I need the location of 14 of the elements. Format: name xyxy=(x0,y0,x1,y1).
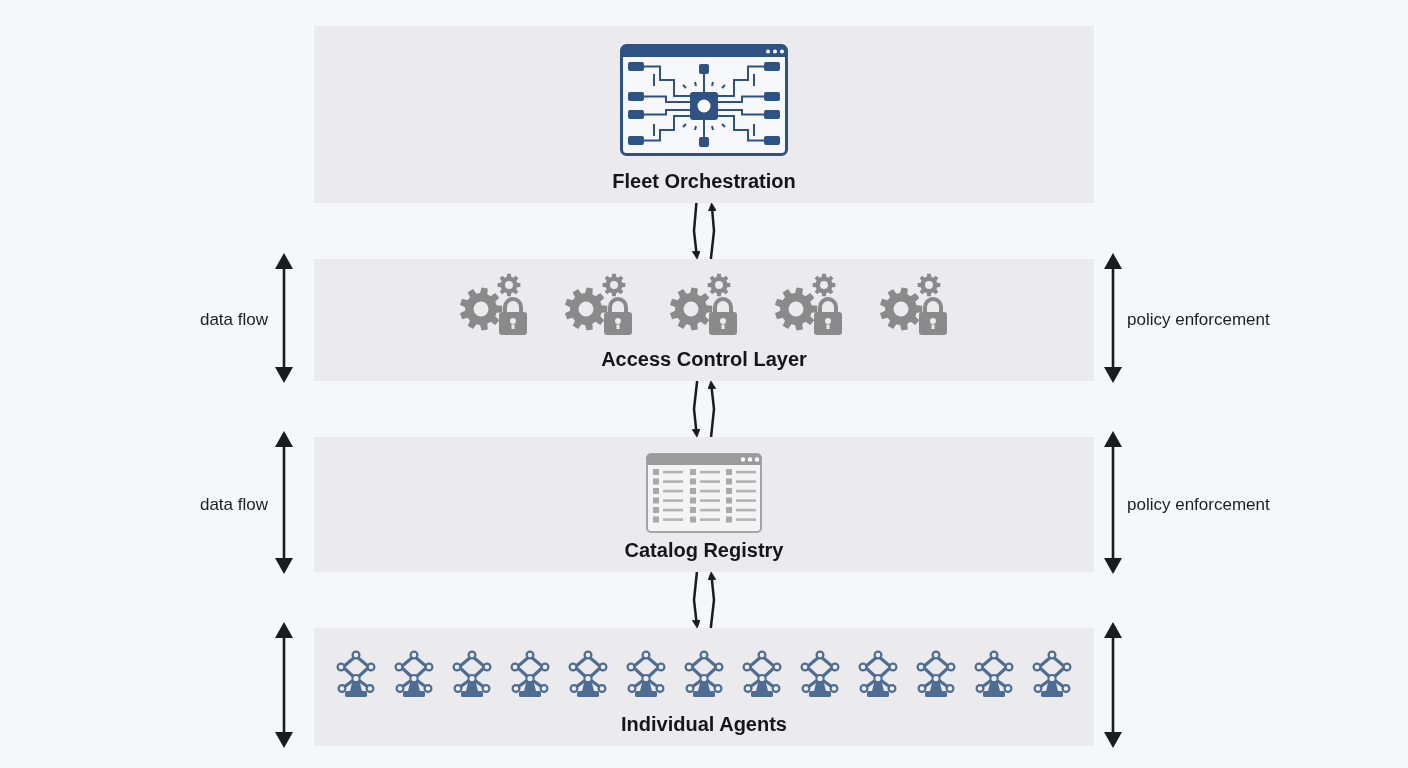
node-box: Catalog Registry xyxy=(314,437,1094,572)
arrow xyxy=(691,380,701,438)
flow-label: data flow xyxy=(199,310,268,330)
flow-label: policy enforcement xyxy=(1127,310,1270,330)
arrow xyxy=(691,202,701,260)
node-box: Access Control Layer xyxy=(314,259,1094,381)
arrow xyxy=(691,571,701,629)
arrow xyxy=(707,571,717,629)
arrow xyxy=(707,380,717,438)
node-box: Fleet Orchestration xyxy=(314,26,1094,203)
arrow xyxy=(707,202,717,260)
flow-label: data flow xyxy=(199,494,268,515)
flow-label: policy enforcement xyxy=(1127,494,1270,515)
node-box: Individual Agents xyxy=(314,628,1094,746)
